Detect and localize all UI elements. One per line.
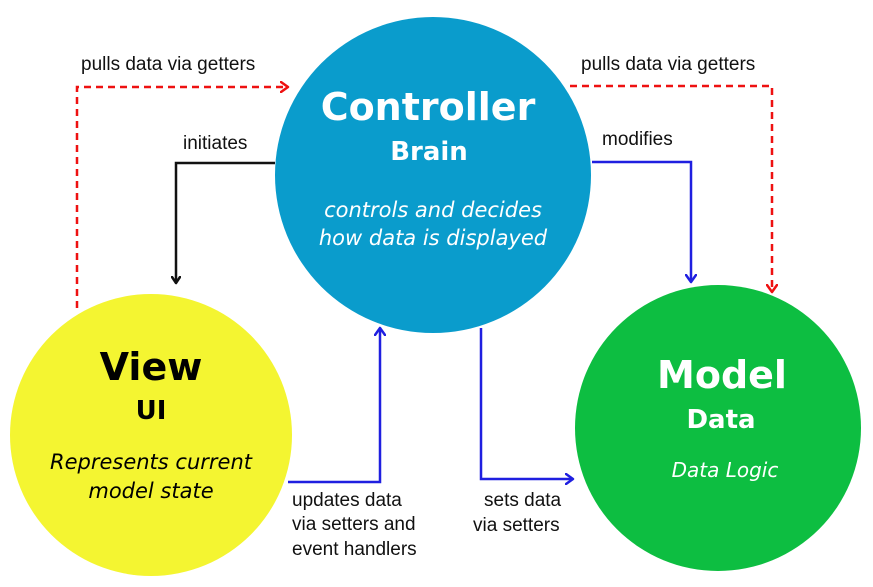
controller-subtitle: Brain xyxy=(390,137,468,167)
model-title: Model xyxy=(657,353,787,397)
arrow-sets xyxy=(479,328,573,479)
view-circle xyxy=(10,294,292,576)
view-description-line2: model state xyxy=(88,479,213,503)
controller-circle xyxy=(275,17,591,333)
label-updates-line3: event handlers xyxy=(292,539,417,560)
controller-description-line2: how data is displayed xyxy=(319,226,548,250)
arrow-updates xyxy=(288,328,380,484)
label-pulls-right: pulls data via getters xyxy=(581,54,755,75)
arrow-initiates xyxy=(176,161,275,283)
arrow-controller-pulls-model xyxy=(570,84,772,292)
arrow-modifies xyxy=(592,160,691,282)
model-subtitle: Data xyxy=(686,405,755,435)
view-title: View xyxy=(100,345,203,389)
label-sets-line1: sets data xyxy=(484,490,562,511)
label-pulls-left: pulls data via getters xyxy=(81,54,255,75)
arrow-view-pulls-controller xyxy=(75,87,288,308)
model-circle xyxy=(575,285,861,571)
label-updates-line1: updates data xyxy=(292,490,402,511)
controller-title: Controller xyxy=(321,85,536,129)
controller-description-line1: controls and decides xyxy=(324,198,542,222)
label-sets-line2: via setters xyxy=(473,515,560,536)
view-subtitle: UI xyxy=(136,396,167,426)
model-description-line1: Data Logic xyxy=(672,458,779,482)
label-initiates: initiates xyxy=(183,133,247,154)
view-description-line1: Represents current xyxy=(50,450,253,474)
label-updates-line2: via setters and xyxy=(292,514,416,535)
label-modifies: modifies xyxy=(602,129,673,150)
